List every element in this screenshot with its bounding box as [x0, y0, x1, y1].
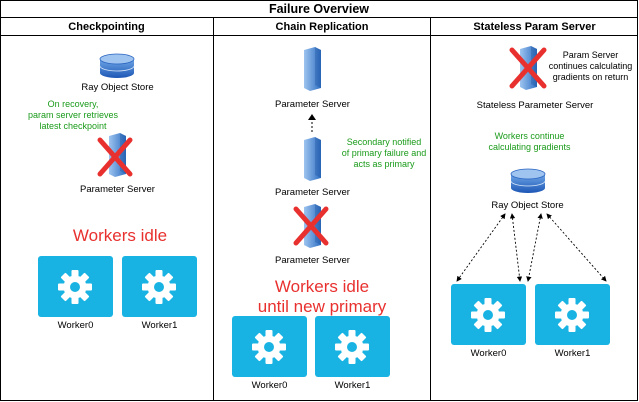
- return-note: Param Server continues calculating gradi…: [548, 50, 633, 82]
- worker-label: Worker1: [334, 380, 371, 391]
- promotion-arrow-icon: [308, 114, 316, 132]
- worker-box: [38, 256, 113, 317]
- worker-box: [451, 284, 526, 345]
- worker-label: Worker0: [470, 348, 507, 359]
- worker-label: Worker1: [141, 320, 178, 331]
- worker-label: Worker1: [554, 348, 591, 359]
- failure-cross-icon: [293, 206, 329, 246]
- server-label: Parameter Server: [275, 99, 350, 110]
- column-divider-1: [213, 17, 214, 401]
- failure-cross-icon: [509, 47, 547, 89]
- worker-box: [122, 256, 197, 317]
- worker-label: Worker0: [251, 380, 288, 391]
- store-label: Ray Object Store: [491, 200, 564, 211]
- server-label: Parameter Server: [275, 255, 350, 266]
- gear-icon: [555, 298, 589, 332]
- worker-box: [315, 316, 390, 377]
- worker-box: [232, 316, 307, 377]
- server-icon: [304, 137, 321, 181]
- database-icon: [510, 168, 546, 193]
- server-label: Stateless Parameter Server: [476, 100, 594, 111]
- column-divider-2: [430, 17, 431, 401]
- secondary-note: Secondary notified of primary failure an…: [341, 137, 427, 169]
- col-header-chain-replication: Chain Replication: [275, 21, 369, 33]
- database-icon: [99, 53, 135, 78]
- status-workers-idle: Workers idle until new primary: [257, 277, 387, 316]
- store-label: Ray Object Store: [81, 82, 154, 93]
- server-icon: [304, 47, 321, 91]
- status-workers-idle: Workers idle: [72, 226, 168, 245]
- col-header-stateless: Stateless Param Server: [473, 21, 596, 33]
- server-label: Parameter Server: [275, 187, 350, 198]
- title-divider: [0, 17, 638, 18]
- worker-label: Worker0: [57, 320, 94, 331]
- gear-icon: [471, 298, 505, 332]
- failure-cross-icon: [97, 137, 133, 177]
- recovery-note: On recovery, param server retrieves late…: [27, 99, 119, 131]
- server-label: Parameter Server: [80, 184, 155, 195]
- workers-continue-note: Workers continue calculating gradients: [488, 131, 571, 152]
- diagram-title: Failure Overview: [268, 2, 370, 16]
- worker-box: [535, 284, 610, 345]
- header-divider: [0, 35, 638, 36]
- col-header-checkpointing: Checkpointing: [68, 21, 145, 33]
